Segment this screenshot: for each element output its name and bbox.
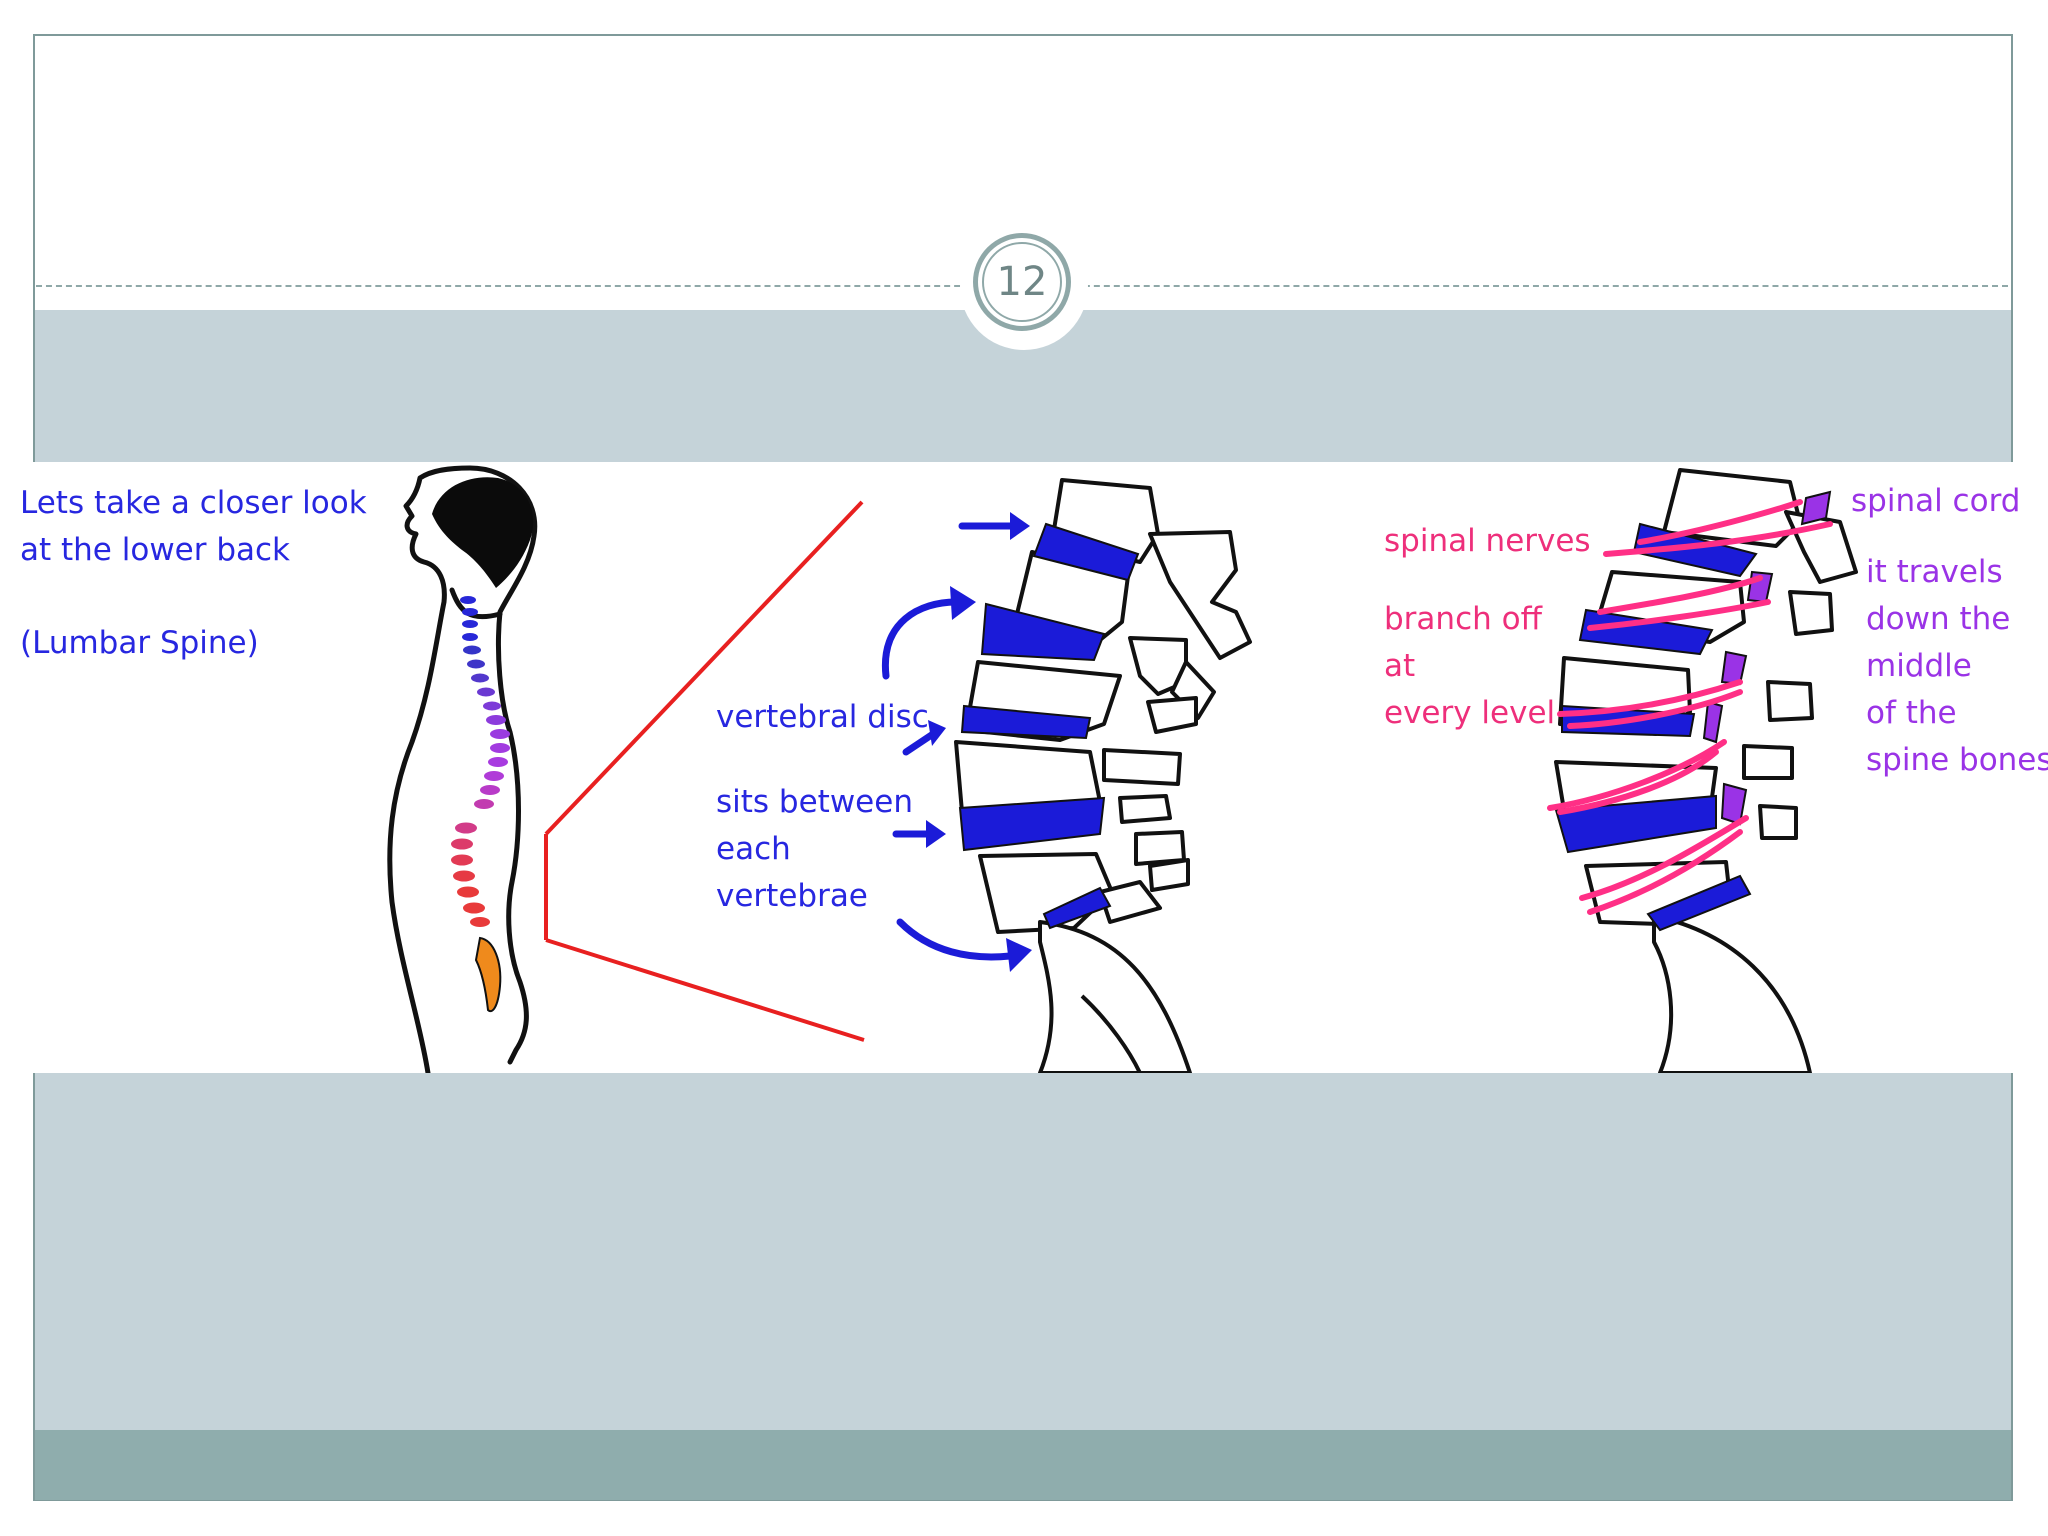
silhouette-vertebrae: [451, 596, 510, 927]
zoom-lines: [544, 500, 865, 1042]
cord-line-2: it travels: [1866, 554, 2003, 590]
nerves-line-2: branch off: [1384, 601, 1542, 637]
nerves-line-4: every level: [1384, 695, 1556, 731]
page-number: 12: [982, 242, 1062, 322]
nerves-line-1: spinal nerves: [1384, 523, 1591, 559]
vertebral-discs-middle: [958, 522, 1140, 930]
spinal-cord: [1702, 490, 1832, 826]
disc-title-label: vertebral disc: [716, 699, 929, 735]
intro-line-1: Lets take a closer look: [20, 485, 367, 521]
nerves-line-3: at: [1384, 648, 1416, 684]
spine-illustration: [387, 465, 1858, 1073]
head-hair: [432, 477, 534, 588]
cord-line-6: spine bones: [1866, 742, 2048, 778]
sacrum-marker: [474, 936, 502, 1013]
lower-band: [35, 1073, 2011, 1430]
spinal-nerves: [1547, 499, 1833, 915]
cord-line-3: down the: [1866, 601, 2011, 637]
disc-desc-line-3: vertebrae: [716, 878, 868, 914]
page-number-ring: [973, 233, 1071, 331]
intro-line-3: (Lumbar Spine): [20, 625, 259, 661]
cord-line-5: of the: [1866, 695, 1957, 731]
cord-line-4: middle: [1866, 648, 1972, 684]
cord-line-1: spinal cord: [1851, 483, 2021, 519]
intro-line-2: at the lower back: [20, 532, 291, 568]
disc-desc-line-1: sits between: [716, 784, 913, 820]
lumbar-spine-figure: Lets take a closer look at the lower bac…: [0, 462, 2048, 1073]
disc-desc-line-2: each: [716, 831, 791, 867]
disc-arrow-heads: [926, 512, 1032, 972]
footer-band: [35, 1430, 2011, 1500]
